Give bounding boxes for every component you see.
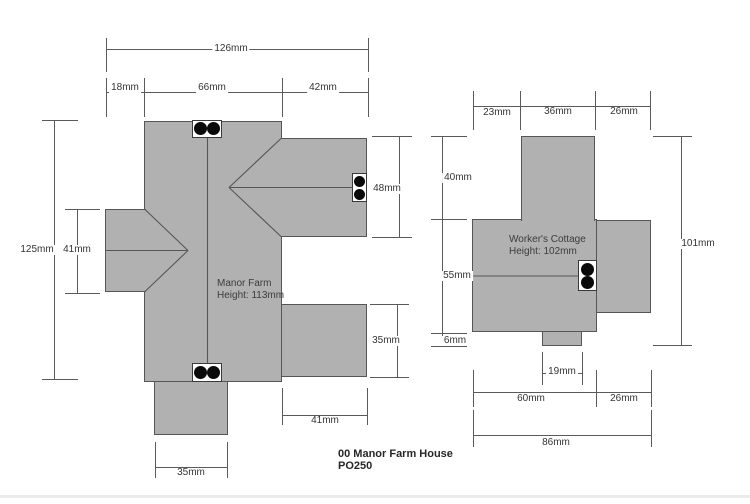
manor-left-offset-label: 18mm: [109, 82, 141, 93]
dim-tick: [431, 219, 467, 220]
manor-lower-ext-width-label: 41mm: [309, 415, 341, 426]
dim-tick: [653, 345, 692, 346]
dim-tick: [65, 209, 100, 210]
dim-tick: [431, 346, 467, 347]
kit-title-line1: 00 Manor Farm House: [338, 448, 453, 460]
dim-tick: [595, 91, 596, 130]
manor-total-width-label: 126mm: [212, 43, 250, 54]
dim-tick: [227, 442, 228, 478]
dim-tick: [368, 38, 369, 72]
manor-bottom-extension-roof: [154, 381, 228, 435]
dim-tick: [653, 136, 692, 137]
cottage-chimney-pot: [581, 263, 594, 276]
cottage-top-extension-roof: [521, 136, 595, 221]
dim-tick: [368, 78, 369, 117]
manor-wing-chimney-pot: [354, 189, 365, 200]
manor-top-chimney-pot: [194, 122, 207, 135]
dim-tick: [651, 410, 652, 447]
dim-line: [155, 467, 227, 468]
dim-tick: [155, 442, 156, 478]
dim-tick: [106, 38, 107, 72]
dim-tick: [520, 91, 521, 130]
dim-line: [473, 435, 651, 436]
dim-tick: [473, 410, 474, 447]
dim-line: [282, 415, 367, 416]
manor-name-annotation: Manor Farm Height: 113mm: [217, 278, 284, 302]
dim-tick: [431, 333, 467, 334]
cottage-body-height-label: 55mm: [441, 270, 473, 281]
dim-tick: [473, 91, 474, 130]
dim-tick: [370, 304, 409, 305]
manor-left-extension-roof: [105, 209, 146, 292]
cottage-height: Height: 102mm: [509, 246, 577, 257]
manor-name: Manor Farm: [217, 278, 272, 289]
manor-left-ext-height-label: 41mm: [61, 244, 93, 255]
cottage-total-width-label: 86mm: [540, 437, 572, 448]
cottage-total-height-label: 101mm: [679, 238, 717, 249]
dim-tick: [367, 388, 368, 425]
manor-bottom-chimney-pot: [194, 366, 207, 379]
cottage-chimney-pot: [581, 276, 594, 289]
manor-lower-ext-height-label: 35mm: [370, 335, 402, 346]
dim-tick: [144, 78, 145, 117]
dim-line: [106, 92, 368, 93]
cottage-name: Worker's Cottage: [509, 234, 586, 245]
cottage-porch-width-label: 19mm: [546, 366, 578, 377]
cottage-ext-width-label: 26mm: [608, 393, 640, 404]
scan-artifact-band: [0, 495, 750, 498]
manor-wing-chimney-pot: [354, 176, 365, 187]
dim-tick: [372, 237, 412, 238]
dim-tick: [282, 78, 283, 117]
cottage-top-left-label: 23mm: [481, 107, 513, 118]
dim-tick: [370, 377, 409, 378]
dim-line: [473, 106, 650, 107]
dim-tick: [542, 352, 543, 385]
dim-tick: [651, 370, 652, 407]
dim-tick: [65, 293, 100, 294]
dim-tick: [431, 136, 467, 137]
manor-total-height-label: 125mm: [18, 244, 56, 255]
cottage-top-right-label: 26mm: [608, 106, 640, 117]
dim-tick: [42, 379, 78, 380]
kit-title: 00 Manor Farm House PO250: [338, 448, 453, 472]
cottage-upper-height-label: 40mm: [442, 172, 474, 183]
cottage-top-mid-label: 36mm: [542, 106, 574, 117]
dim-tick: [650, 91, 651, 130]
dim-tick: [582, 352, 583, 385]
cottage-right-extension-roof: [596, 220, 651, 313]
cottage-porch-height-label: 6mm: [441, 335, 469, 346]
dim-line: [473, 392, 651, 393]
dim-tick: [473, 370, 474, 407]
cottage-name-annotation: Worker's Cottage Height: 102mm: [509, 234, 586, 258]
kit-title-line2: PO250: [338, 460, 373, 472]
dim-tick: [106, 78, 107, 117]
manor-bottom-ext-width-label: 35mm: [175, 467, 207, 478]
manor-lower-right-extension-roof: [281, 304, 367, 377]
manor-top-chimney-pot: [207, 122, 220, 135]
manor-wing-height-label: 48mm: [371, 183, 403, 194]
dim-tick: [42, 120, 78, 121]
manor-bottom-chimney-pot: [207, 366, 220, 379]
manor-main-width-label: 66mm: [196, 82, 228, 93]
dim-tick: [282, 388, 283, 425]
dim-line: [442, 136, 443, 346]
dim-tick: [372, 136, 412, 137]
cottage-porch-roof: [542, 331, 582, 346]
dim-tick: [596, 370, 597, 407]
manor-main-roof: [144, 121, 282, 382]
manor-wing-width-label: 42mm: [307, 82, 339, 93]
cottage-body-width-label: 60mm: [515, 393, 547, 404]
manor-height: Height: 113mm: [217, 290, 285, 301]
